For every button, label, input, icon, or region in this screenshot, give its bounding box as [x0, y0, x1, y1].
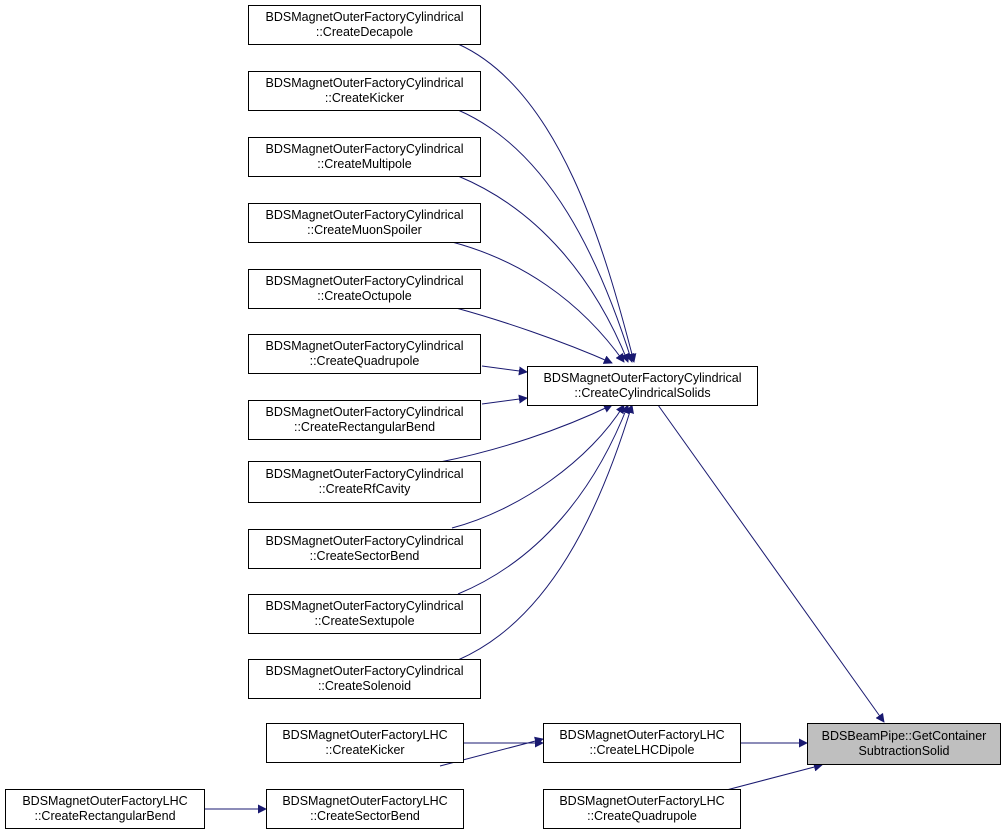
- node-label-class: BDSBeamPipe::GetContainer: [821, 729, 987, 743]
- node-label-class: BDSMagnetOuterFactoryCylindrical: [543, 371, 742, 385]
- node-label-class: BDSMagnetOuterFactoryCylindrical: [265, 599, 464, 613]
- node-label-method: ::CreateQuadrupole: [309, 354, 420, 368]
- node-label-class: BDSMagnetOuterFactoryCylindrical: [265, 405, 464, 419]
- node-label-method: ::CreateRfCavity: [318, 482, 411, 496]
- node-label-class: BDSMagnetOuterFactoryCylindrical: [265, 76, 464, 90]
- node-label-class: BDSMagnetOuterFactoryLHC: [282, 794, 448, 808]
- node-label-class: BDSMagnetOuterFactoryCylindrical: [265, 10, 464, 24]
- node-get-container-subtraction-solid: BDSBeamPipe::GetContainer SubtractionSol…: [807, 723, 1001, 765]
- node-create-kicker[interactable]: BDSMagnetOuterFactoryCylindrical ::Creat…: [248, 71, 481, 111]
- node-create-cylindrical-solids[interactable]: BDSMagnetOuterFactoryCylindrical ::Creat…: [527, 366, 758, 406]
- node-lhc-create-sector-bend[interactable]: BDSMagnetOuterFactoryLHC ::CreateSectorB…: [266, 789, 464, 829]
- node-label-method: ::CreateMultipole: [317, 157, 412, 171]
- node-create-rf-cavity[interactable]: BDSMagnetOuterFactoryCylindrical ::Creat…: [248, 461, 481, 503]
- node-lhc-create-rectangular-bend[interactable]: BDSMagnetOuterFactoryLHC ::CreateRectang…: [5, 789, 205, 829]
- node-label-method: ::CreateDecapole: [315, 25, 414, 39]
- edge-lhcquad-to-target: [714, 762, 823, 794]
- edge-rectangularbend: [481, 394, 528, 405]
- node-label-class: BDSMagnetOuterFactoryLHC: [559, 794, 725, 808]
- node-label-class: BDSMagnetOuterFactoryLHC: [282, 728, 448, 742]
- node-label-method: ::CreateKicker: [325, 743, 405, 757]
- node-create-quadrupole[interactable]: BDSMagnetOuterFactoryCylindrical ::Creat…: [248, 334, 481, 374]
- node-lhc-create-lhc-dipole[interactable]: BDSMagnetOuterFactoryLHC ::CreateLHCDipo…: [543, 723, 741, 763]
- node-label-method: SubtractionSolid: [858, 744, 950, 758]
- edge-quadrupole: [481, 365, 528, 376]
- node-label-method: ::CreateMuonSpoiler: [307, 223, 422, 237]
- edge-sectorbend: [451, 404, 625, 529]
- edge-sextupole: [457, 404, 630, 595]
- node-label-method: ::CreateLHCDipole: [589, 743, 695, 757]
- node-label-class: BDSMagnetOuterFactoryLHC: [22, 794, 188, 808]
- node-create-octupole[interactable]: BDSMagnetOuterFactoryCylindrical ::Creat…: [248, 269, 481, 309]
- node-lhc-create-kicker[interactable]: BDSMagnetOuterFactoryLHC ::CreateKicker: [266, 723, 464, 763]
- edge-cylsolids-to-target: [657, 404, 885, 723]
- node-create-sextupole[interactable]: BDSMagnetOuterFactoryCylindrical ::Creat…: [248, 594, 481, 634]
- node-label-class: BDSMagnetOuterFactoryCylindrical: [265, 339, 464, 353]
- node-label-class: BDSMagnetOuterFactoryCylindrical: [265, 467, 464, 481]
- edge-octupole: [455, 307, 613, 364]
- node-create-sector-bend[interactable]: BDSMagnetOuterFactoryCylindrical ::Creat…: [248, 529, 481, 569]
- node-label-method: ::CreateOctupole: [317, 289, 412, 303]
- edge-muonspoiler: [451, 241, 625, 363]
- node-label-method: ::CreateRectangularBend: [293, 420, 436, 434]
- node-label-class: BDSMagnetOuterFactoryCylindrical: [265, 534, 464, 548]
- node-lhc-create-quadrupole[interactable]: BDSMagnetOuterFactoryLHC ::CreateQuadrup…: [543, 789, 741, 829]
- node-label-method: ::CreateQuadrupole: [587, 809, 697, 823]
- node-label-class: BDSMagnetOuterFactoryLHC: [559, 728, 725, 742]
- node-create-decapole[interactable]: BDSMagnetOuterFactoryCylindrical ::Creat…: [248, 5, 481, 45]
- edge-kicker: [457, 109, 634, 363]
- node-create-muon-spoiler[interactable]: BDSMagnetOuterFactoryCylindrical ::Creat…: [248, 203, 481, 243]
- edge-multipole: [457, 175, 630, 363]
- node-create-rectangular-bend[interactable]: BDSMagnetOuterFactoryCylindrical ::Creat…: [248, 400, 481, 440]
- node-label-method: ::CreateSextupole: [314, 614, 415, 628]
- node-create-solenoid[interactable]: BDSMagnetOuterFactoryCylindrical ::Creat…: [248, 659, 481, 699]
- node-label-class: BDSMagnetOuterFactoryCylindrical: [265, 208, 464, 222]
- node-label-class: BDSMagnetOuterFactoryCylindrical: [265, 274, 464, 288]
- edge-decapole: [457, 43, 637, 363]
- node-label-class: BDSMagnetOuterFactoryCylindrical: [265, 142, 464, 156]
- node-label-method: ::CreateRectangularBend: [34, 809, 176, 823]
- node-label-method: ::CreateSolenoid: [317, 679, 412, 693]
- node-create-multipole[interactable]: BDSMagnetOuterFactoryCylindrical ::Creat…: [248, 137, 481, 177]
- node-label-method: ::CreateSectorBend: [310, 809, 420, 823]
- node-label-class: BDSMagnetOuterFactoryCylindrical: [265, 664, 464, 678]
- node-label-method: ::CreateSectorBend: [309, 549, 420, 563]
- node-label-method: ::CreateKicker: [324, 91, 405, 105]
- edge-rfcavity: [439, 404, 613, 463]
- node-label-method: ::CreateCylindricalSolids: [574, 386, 711, 400]
- edge-solenoid: [457, 404, 634, 661]
